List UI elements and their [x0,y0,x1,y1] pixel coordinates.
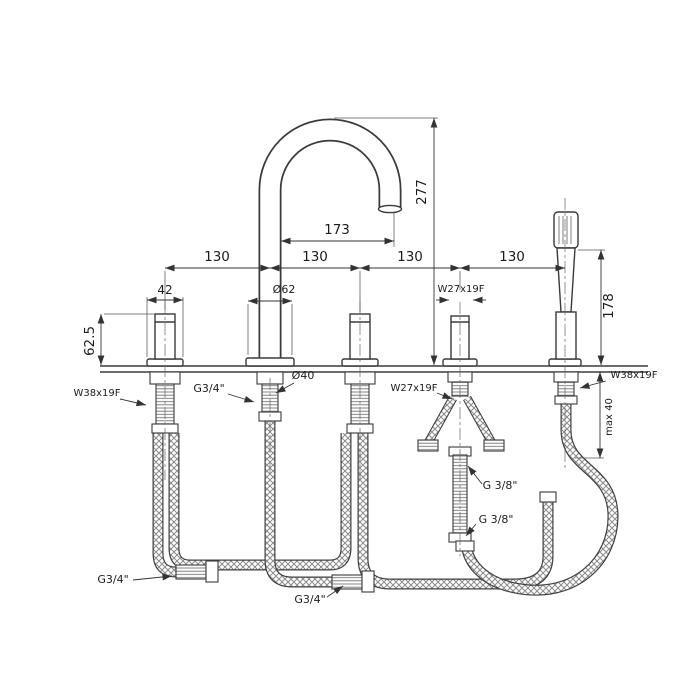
leader-g38-lower [465,523,477,537]
dim-173-label: 173 [324,222,350,238]
leader-g38-upper [467,465,483,485]
leader-dia40 [275,382,295,394]
dimension-labels: 42 62.5 130 130 130 130 173 277 178 Ø62 … [82,179,617,436]
leader-w38-right [579,380,607,389]
dim-dia40-label: Ø40 [292,369,315,382]
dim-178-label: 178 [601,293,617,319]
thread-labels: W27x19F W27x19F W38x19F W38x19F G3/4" G3… [73,284,657,606]
spout-body-outline [258,118,402,362]
hose-outline [270,420,332,582]
spout-body [260,120,400,362]
diverter-hose-braid [428,398,453,443]
leader-w38-left [119,398,147,407]
locknut [553,371,579,383]
dim-62-5-label: 62.5 [82,326,98,356]
thread-g34-shank-label: G3/4" [193,382,224,395]
thread-w38-left-label: W38x19F [73,388,120,399]
thread-w38-right-label: W38x19F [610,370,657,381]
thread-g34-supply-left-label: G3/4" [97,573,128,586]
dim-130-label-2: 130 [302,249,328,265]
diverter-hose-braid [467,398,492,443]
shower-holder [555,311,577,360]
supply-fitting-nut [205,560,219,583]
diverter-hose-nut [483,439,505,452]
leader-w27-bottom [436,392,453,400]
supply-fitting-nut [361,570,375,593]
hose-nut [554,395,578,405]
thread-w27-top-label: W27x19F [437,284,484,295]
mounting-deck [100,365,648,373]
shower-hose-nut [455,540,475,552]
leader-g34-mid [326,585,344,598]
shower-head-ribs [558,216,572,244]
shower-head [553,211,579,249]
hose-braid [270,420,332,582]
leader-lines [119,380,607,598]
leader-g34-left [132,573,173,581]
hose-outline [158,433,210,572]
dimension-lines [97,118,605,458]
thread-g34-supply-mid-label: G3/4" [294,593,325,606]
escutcheon [245,357,295,367]
dim-max40-label: max 40 [604,398,615,436]
thread-w27-bottom-label: W27x19F [390,383,437,394]
thread-g38-lower-label: G 3/8" [479,513,514,526]
dim-42-label: 42 [157,283,172,297]
threaded-shank [557,381,575,397]
spout-outlet [377,204,403,214]
leader-g34-shank [227,393,255,403]
hose-outline [174,433,346,565]
dim-277-label: 277 [414,179,430,205]
hand-shower [553,211,579,360]
spout [258,118,403,362]
supply-fitting [175,564,207,580]
extension-lines [104,117,605,459]
centerlines [164,198,566,556]
dim-130-label-3: 130 [397,249,423,265]
supply-fitting [331,574,363,590]
diverter-hose-nut [417,439,439,452]
dim-dia62-label: Ø62 [273,283,296,296]
hose-braid [174,433,346,565]
dim-130-label-1: 130 [204,249,230,265]
hose-end-nut [539,491,557,503]
hose-braid [158,433,210,572]
shower-handle [556,247,576,313]
thread-g38-upper-label: G 3/8" [483,479,518,492]
dim-130-label-4: 130 [499,249,525,265]
